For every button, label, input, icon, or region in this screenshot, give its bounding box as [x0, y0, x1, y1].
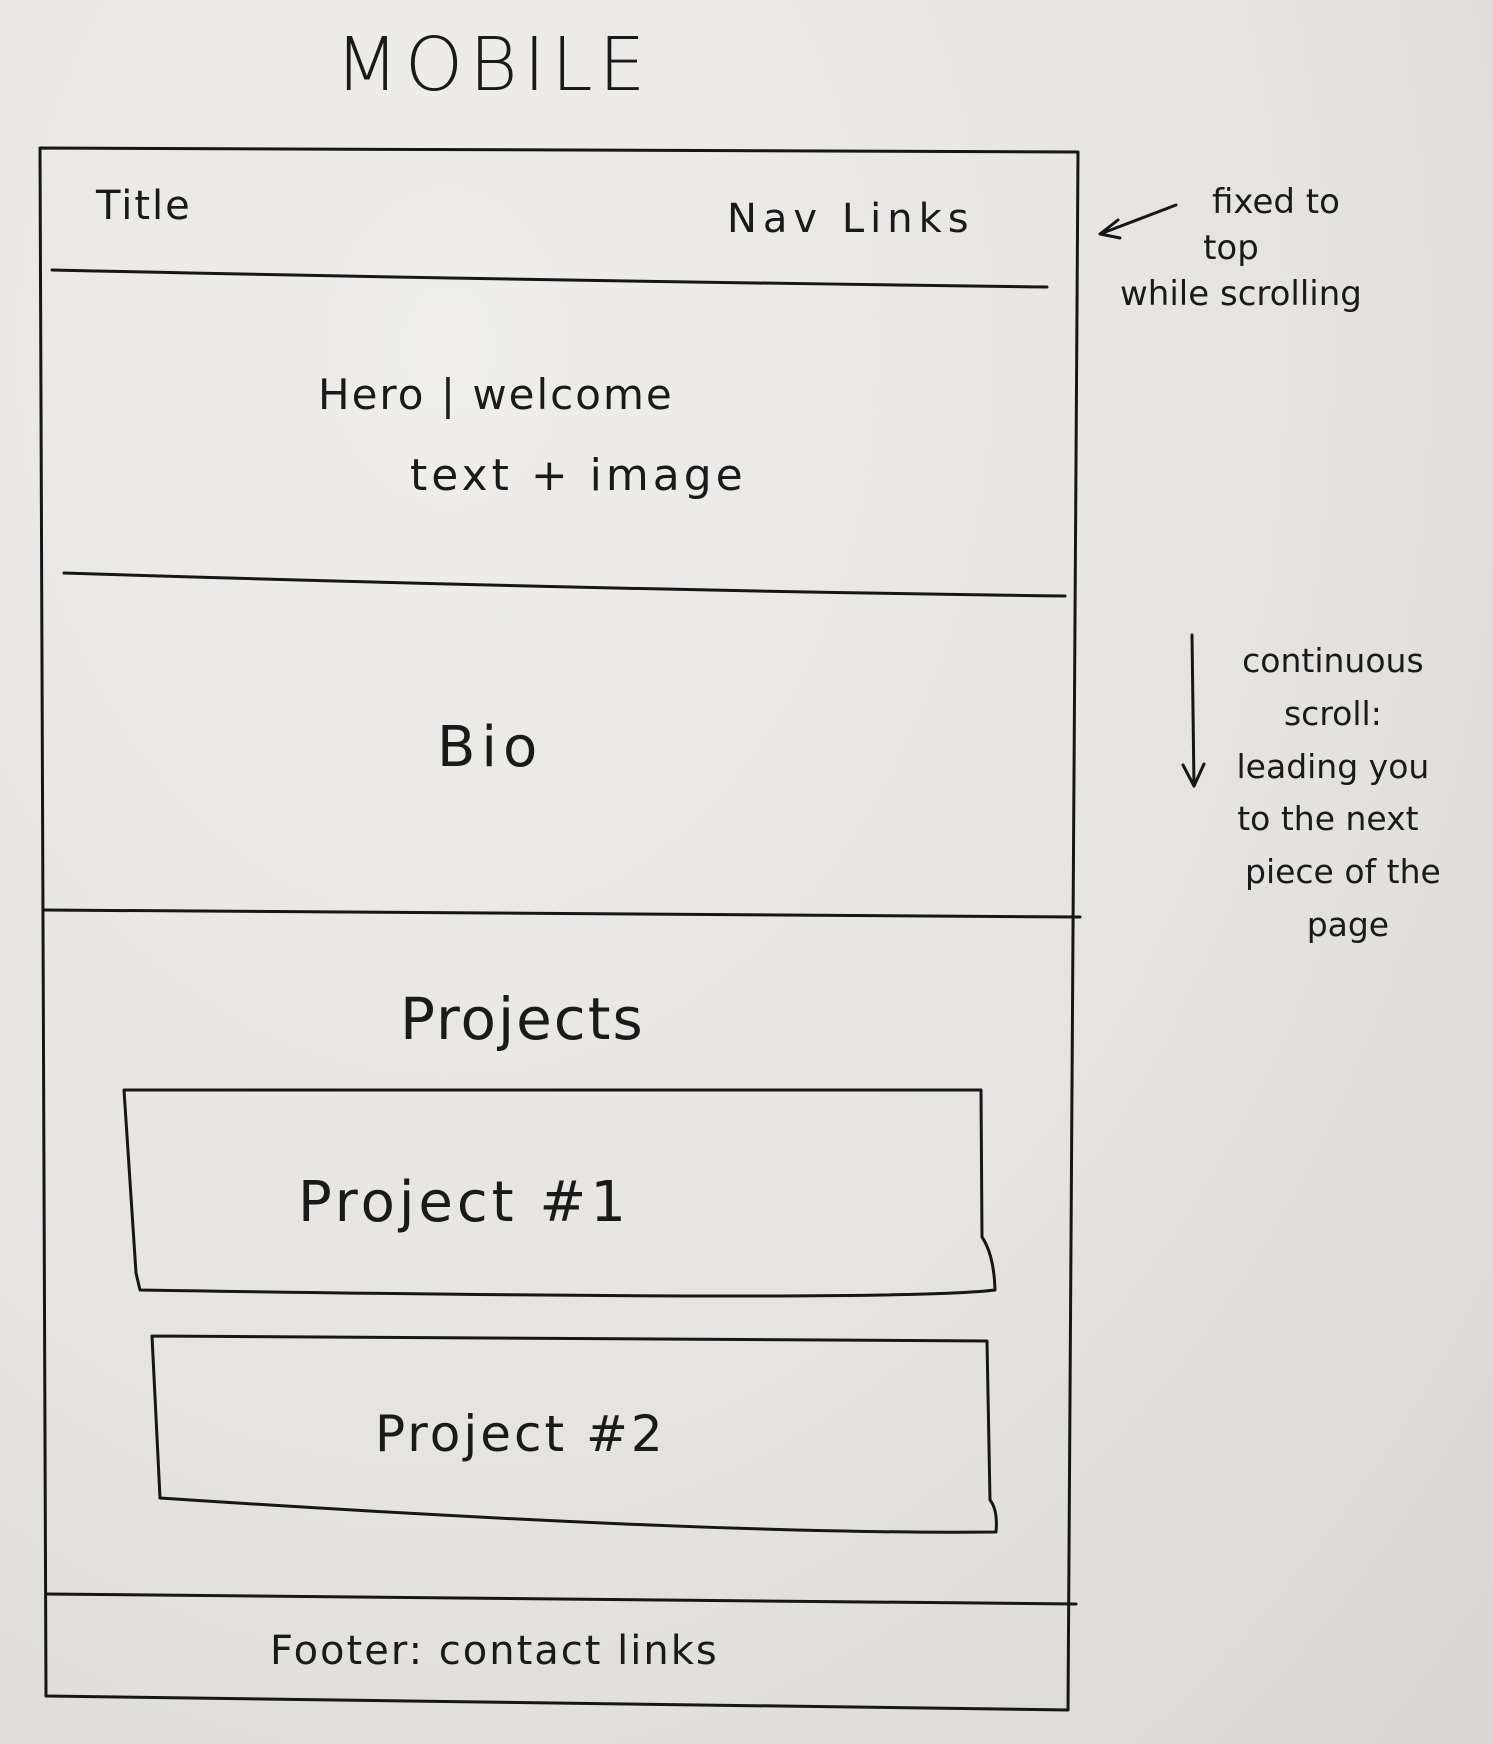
project-2-box — [150, 1334, 998, 1534]
annotation-line: top — [1203, 227, 1259, 268]
hero-sublabel: text + image — [410, 450, 747, 501]
bio-label: Bio — [437, 715, 544, 780]
footer-label: Footer: contact links — [270, 1628, 719, 1674]
scroll-arrow-shaft — [1190, 633, 1196, 788]
scroll-annotation: continuous scroll: leading you to the ne… — [1225, 635, 1441, 952]
page-heading: MOBILE — [335, 22, 652, 108]
scroll-arrow-head — [1181, 762, 1206, 788]
header-nav-links: Nav Links — [727, 196, 975, 242]
annotation-line: piece of the — [1245, 852, 1441, 892]
projects-heading: Projects — [400, 985, 645, 1053]
fixed-top-arrow-head — [1098, 218, 1122, 240]
project-2-label: Project #2 — [375, 1405, 666, 1463]
header-title: Title — [96, 183, 192, 229]
project-1-box — [122, 1088, 997, 1298]
annotation-line: to the next — [1237, 799, 1419, 839]
project-1-label: Project #1 — [298, 1170, 630, 1235]
fixed-top-arrow-shaft — [1098, 203, 1178, 236]
annotation-line: while scrolling — [1120, 273, 1362, 314]
phone-frame — [38, 146, 1080, 1712]
fixed-top-annotation: fixed to top while scrolling — [1120, 180, 1362, 318]
bio-divider — [42, 908, 1082, 919]
annotation-line: scroll: — [1283, 693, 1382, 733]
annotation-line: continuous — [1242, 641, 1424, 680]
annotation-line: leading you — [1236, 746, 1430, 786]
hero-divider — [62, 571, 1067, 598]
annotation-line: page — [1306, 904, 1390, 944]
annotation-line: fixed to — [1211, 182, 1340, 222]
footer-divider — [44, 1592, 1078, 1606]
hero-label: Hero | welcome — [318, 370, 674, 419]
header-divider — [50, 268, 1049, 289]
